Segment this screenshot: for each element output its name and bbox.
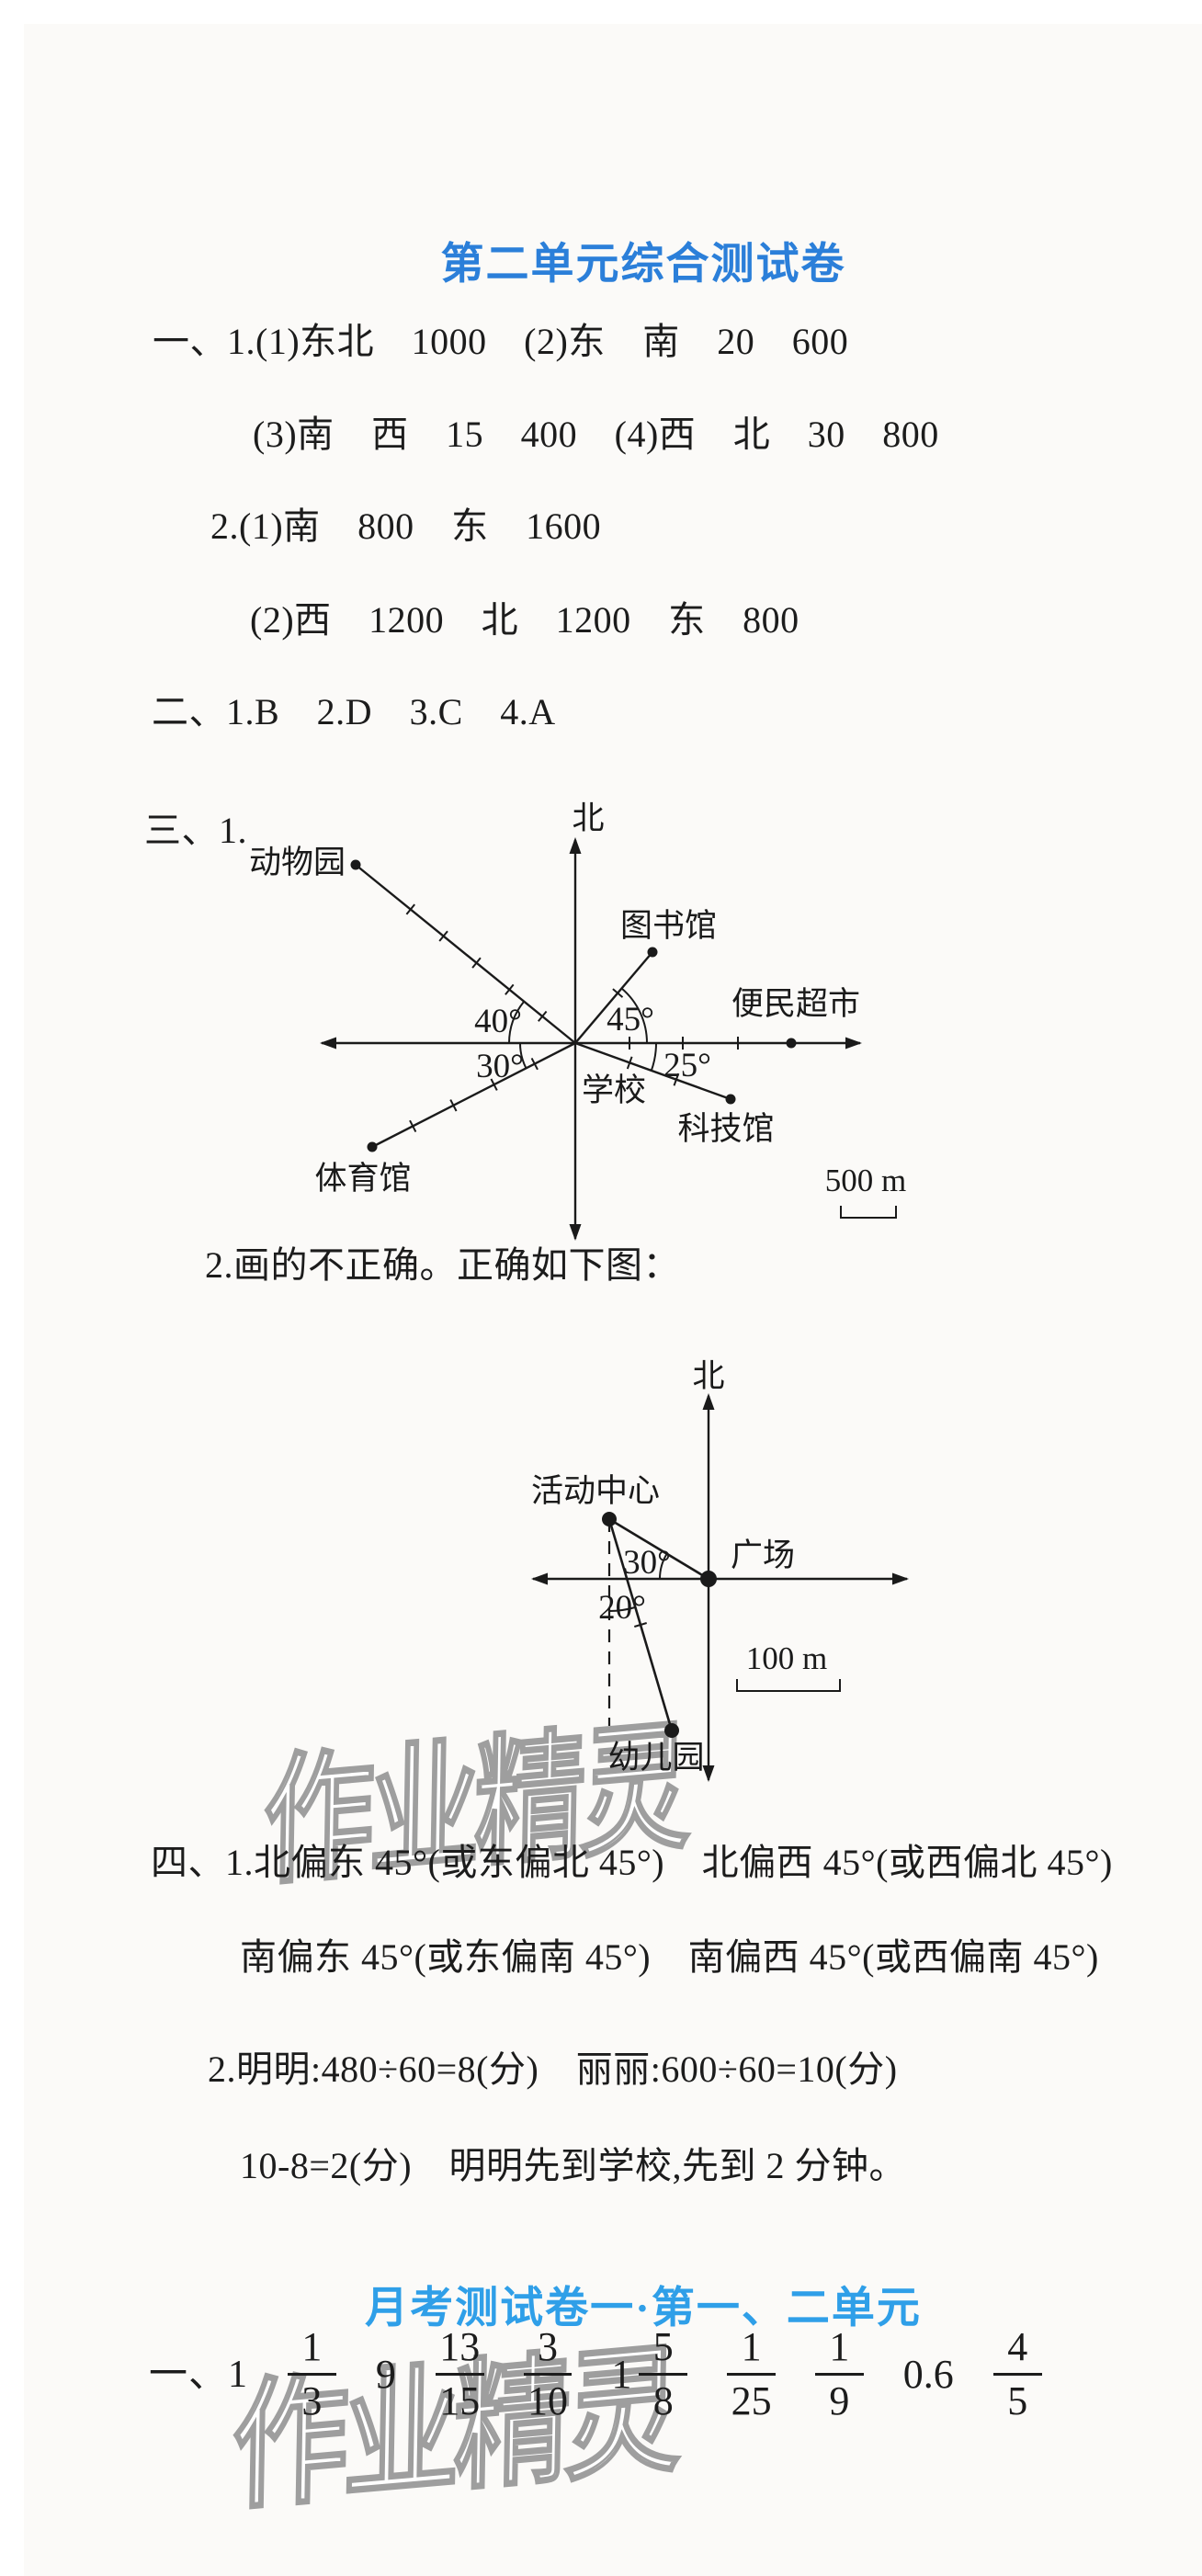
section3-label: 三、1. bbox=[144, 810, 247, 851]
answer-line-4-1: 四、1.北偏东 45°(或东偏北 45°) 北偏西 45°(或西偏北 45°) bbox=[151, 1842, 1113, 1883]
diagram1-rays bbox=[355, 864, 731, 1149]
monthly-answers-prefix: 一、1 bbox=[149, 2353, 249, 2396]
answer-line-3-2: 2.画的不正确。正确如下图： bbox=[205, 1244, 680, 1286]
answer-fraction: 1 9 bbox=[815, 2327, 864, 2422]
answer-sheet-page: 作业精灵 作业精灵 第二单元综合测试卷 月考测试卷一·第一、二单元 一、1.(1… bbox=[24, 24, 1202, 2576]
monthly-answers-row: 一、1 1 3 9 13 15 3 10 1 5 8 1 25 1 9 bbox=[149, 2327, 1042, 2422]
diagram2-location-dots bbox=[602, 1512, 717, 1738]
diagram1-axes bbox=[322, 840, 860, 1239]
answer-line-4-4: 10-8=2(分) 明明先到学校,先到 2 分钟。 bbox=[240, 2145, 907, 2186]
diagram1-north-label: 北 bbox=[572, 800, 604, 836]
diagram2-angle-20: 20° bbox=[598, 1589, 646, 1627]
fraction-numerator: 1 bbox=[741, 2324, 762, 2369]
monthly-test-title: 月考测试卷一·第一、二单元 bbox=[365, 2285, 922, 2332]
fraction-denominator: 10 bbox=[523, 2373, 573, 2422]
fraction-denominator: 5 bbox=[992, 2373, 1042, 2422]
answer-line-2: 二、1.B 2.D 3.C 4.A bbox=[152, 691, 556, 732]
diagram2-north-label: 北 bbox=[692, 1358, 724, 1394]
fraction-numerator: 1 bbox=[829, 2324, 850, 2369]
answer-fraction: 1 25 bbox=[727, 2327, 776, 2422]
answer-fraction: 1 3 bbox=[288, 2327, 336, 2422]
fraction-numerator: 5 bbox=[652, 2324, 674, 2369]
diagram2-scale-bracket bbox=[736, 1679, 841, 1692]
diagram1-scale-label: 500 m bbox=[825, 1163, 906, 1198]
diagram2-kindergarten-label: 幼儿园 bbox=[607, 1740, 704, 1776]
answer-line-1-1: 一、1.(1)东北 1000 (2)东 南 20 600 bbox=[153, 321, 849, 362]
answer-line-4-2: 南偏东 45°(或东偏南 45°) 南偏西 45°(或西偏南 45°) bbox=[240, 1936, 1099, 1978]
fraction-denominator: 9 bbox=[815, 2373, 864, 2422]
diagram1-axis-arrows bbox=[320, 837, 862, 1241]
diagram1-angle-25: 25° bbox=[663, 1047, 711, 1084]
diagram2-angle-30: 30° bbox=[623, 1544, 671, 1582]
diagram2-angle-arcs bbox=[608, 1553, 668, 1628]
answer-line-1-4: (2)西 1200 北 1200 东 800 bbox=[250, 599, 799, 641]
answer-whole: 9 bbox=[375, 2351, 396, 2397]
diagram2-axes bbox=[533, 1396, 907, 1780]
mixed-whole: 1 bbox=[611, 2351, 632, 2397]
school-direction-map: 北 动物园 图书馆 便民超市 科技馆 体育馆 学校 40° 30° 45° 25… bbox=[249, 800, 906, 1241]
fraction-denominator: 25 bbox=[727, 2373, 776, 2422]
answer-mixed-number: 1 5 8 bbox=[611, 2324, 688, 2422]
answer-line-1-2: (3)南 西 15 400 (4)西 北 30 800 bbox=[253, 414, 939, 455]
diagram2-axis-arrows bbox=[531, 1393, 909, 1782]
fraction-numerator: 13 bbox=[439, 2324, 481, 2369]
diagram1-angle-45: 45° bbox=[607, 1001, 654, 1038]
answer-line-4-3: 2.明明:480÷60=8(分) 丽丽:600÷60=10(分) bbox=[208, 2048, 898, 2090]
answer-line-1-3: 2.(1)南 800 东 1600 bbox=[210, 505, 602, 547]
answer-fraction: 13 15 bbox=[435, 2324, 484, 2422]
diagram2-plaza-label: 广场 bbox=[731, 1538, 795, 1573]
answer-whole: 0.6 bbox=[902, 2351, 954, 2397]
fraction-numerator: 3 bbox=[538, 2324, 558, 2369]
unit2-test-title: 第二单元综合测试卷 bbox=[440, 241, 846, 289]
fraction-numerator: 4 bbox=[1007, 2324, 1028, 2369]
diagram1-science-label: 科技馆 bbox=[677, 1111, 774, 1147]
diagram1-market-label: 便民超市 bbox=[731, 986, 860, 1022]
diagram1-library-label: 图书馆 bbox=[620, 908, 717, 944]
fraction-denominator: 15 bbox=[435, 2373, 484, 2422]
diagram2-scale-label: 100 m bbox=[746, 1640, 827, 1676]
answer-fraction: 3 10 bbox=[523, 2324, 573, 2422]
fraction-numerator: 1 bbox=[301, 2324, 323, 2369]
diagram1-scale-bracket bbox=[840, 1206, 897, 1219]
diagram1-angle-arcs bbox=[508, 987, 658, 1072]
diagram1-angle-30: 30° bbox=[476, 1048, 524, 1085]
answer-fraction: 5 8 bbox=[639, 2324, 688, 2422]
fraction-denominator: 8 bbox=[639, 2373, 688, 2422]
diagram1-tick-marks bbox=[405, 903, 739, 1133]
diagram1-school-label: 学校 bbox=[582, 1072, 646, 1108]
plaza-direction-map: 北 活动中心 广场 幼儿园 30° 20° 100 m bbox=[531, 1358, 909, 1782]
diagram1-location-dots bbox=[350, 859, 797, 1152]
diagram2-activity-label: 活动中心 bbox=[531, 1473, 660, 1509]
diagram1-zoo-label: 动物园 bbox=[249, 845, 346, 880]
fraction-denominator: 3 bbox=[288, 2373, 336, 2422]
answer-fraction: 4 5 bbox=[992, 2324, 1042, 2422]
diagram1-gym-label: 体育馆 bbox=[314, 1161, 411, 1197]
diagram1-angle-40: 40° bbox=[474, 1003, 522, 1040]
